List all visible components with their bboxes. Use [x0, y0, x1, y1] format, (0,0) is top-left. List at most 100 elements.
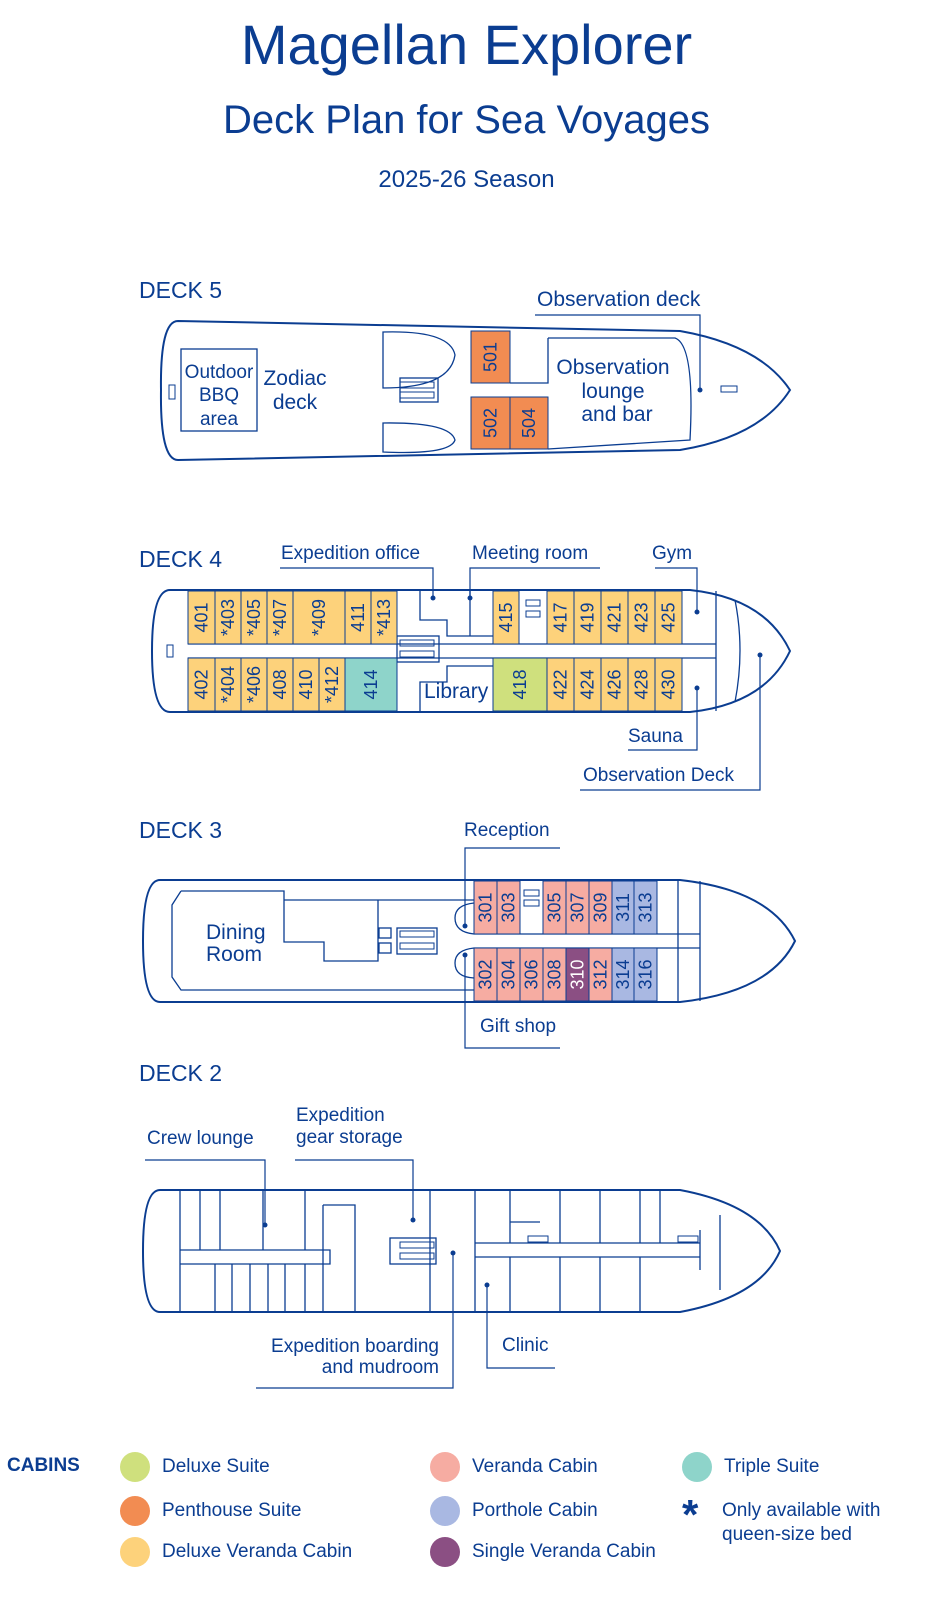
cabin-label: 401 — [192, 602, 212, 632]
cabin-422: 422 — [546, 657, 575, 712]
deck-labels: DECK 5 Observation deck Outdoor BBQ area… — [139, 277, 735, 1378]
title: Magellan Explorer — [240, 13, 693, 76]
cabin-number: 422 — [551, 669, 571, 699]
stairs-icon — [525, 599, 541, 607]
cabin-fill — [470, 396, 511, 450]
cabin-number: 501 — [481, 342, 501, 372]
cabin-fill — [492, 657, 548, 712]
label-gear-2: gear storage — [296, 1127, 403, 1148]
cabin-number: 428 — [632, 669, 652, 699]
cabin-fill — [509, 396, 549, 450]
cabin-428: 428 — [627, 657, 656, 712]
cabin-401: 401 — [187, 590, 216, 645]
cabin-424: 424 — [573, 657, 602, 712]
legend-label: Single Veranda Cabin — [472, 1541, 656, 1562]
cabin-fill — [266, 657, 294, 712]
label-bbq-2: BBQ — [199, 385, 239, 406]
cabin-fill — [492, 590, 520, 645]
cabin-label: 308 — [545, 959, 565, 989]
label-zodiac-2: deck — [273, 391, 318, 414]
callout-lines — [145, 314, 761, 1389]
deck5-title: DECK 5 — [139, 277, 222, 303]
deck4-walls — [419, 665, 493, 711]
cabin-label: 312 — [591, 959, 611, 989]
cabin-316: 316 — [633, 947, 658, 1002]
cabin-label: 419 — [578, 602, 598, 632]
cabin-label: *413 — [374, 599, 394, 636]
cabin-409: *409 — [292, 590, 346, 645]
cabin-label: 307 — [568, 892, 588, 922]
cabin-label: 421 — [605, 602, 625, 632]
season: 2025-26 Season — [378, 166, 555, 193]
lifeboats — [382, 331, 456, 454]
color-swatch — [120, 1537, 150, 1567]
cabin-number: 407 — [270, 599, 290, 629]
cabin-309: 309 — [588, 880, 613, 935]
cabin-number: 417 — [551, 602, 571, 632]
cabin-label: 415 — [496, 602, 516, 632]
cabin-fill — [654, 590, 683, 645]
cabin-label: 402 — [192, 669, 212, 699]
cabin-305: 305 — [542, 880, 567, 935]
cabin-number: 502 — [481, 408, 501, 438]
cabin-number: 307 — [568, 892, 588, 922]
cabin-number: 406 — [244, 666, 264, 696]
asterisk-icon: * — [218, 696, 238, 703]
cabin-number: 313 — [636, 892, 656, 922]
deck2-walls — [179, 1191, 721, 1311]
cabin-number: 309 — [591, 892, 611, 922]
cabin-number: 413 — [374, 599, 394, 629]
cabin-label: *406 — [244, 666, 264, 703]
cabin-label: 313 — [636, 892, 656, 922]
cabin-number: 311 — [613, 893, 633, 922]
cabin-label: 504 — [519, 408, 539, 438]
stairs-icon — [399, 391, 435, 399]
cabin-number: 316 — [636, 959, 656, 989]
cabin-fill — [470, 330, 511, 384]
stairs-icons — [166, 381, 738, 1260]
cabin-fill — [546, 590, 575, 645]
cabin-number: 408 — [270, 669, 290, 699]
cabin-314: 314 — [611, 947, 635, 1002]
cabin-number: 301 — [476, 892, 496, 922]
cabin-fill — [573, 657, 602, 712]
cabin-number: 426 — [605, 669, 625, 699]
cabin-number: 402 — [192, 669, 212, 699]
star-note-2: queen-size bed — [722, 1524, 852, 1545]
label-lounge-1: Observation — [556, 356, 669, 379]
label-gym: Gym — [652, 543, 692, 564]
stair-well — [396, 927, 438, 955]
legend-item-veranda: Veranda Cabin — [430, 1452, 598, 1482]
label-gear-1: Expedition — [296, 1105, 385, 1126]
cabin-402: 402 — [187, 657, 216, 712]
legend-item-single_veranda: Single Veranda Cabin — [430, 1537, 656, 1567]
bbq-area — [180, 348, 258, 432]
cabin-label: 316 — [636, 959, 656, 989]
label-sauna: Sauna — [628, 726, 683, 747]
deck2-hull — [141, 1189, 782, 1313]
cabin-number: 415 — [496, 602, 516, 632]
cabin-label: 423 — [632, 602, 652, 632]
cabin-label: 424 — [578, 669, 598, 699]
cabin-label: *407 — [270, 599, 290, 636]
deck4-walls — [419, 591, 741, 711]
stairs-icon — [523, 889, 540, 897]
color-swatch — [430, 1452, 460, 1482]
cabin-430: 430 — [654, 657, 683, 712]
cabin-number: 403 — [218, 599, 238, 629]
stair-well — [399, 377, 439, 403]
asterisk-icon: * — [309, 629, 329, 636]
stair-well — [389, 1237, 437, 1265]
cabin-406: *406 — [240, 657, 268, 712]
label-gift-shop: Gift shop — [480, 1016, 556, 1037]
cabin-number: 308 — [545, 959, 565, 989]
cabin-number: 414 — [361, 669, 381, 699]
label-mudroom-1: Expedition boarding — [271, 1336, 439, 1357]
legend-item-deluxe_veranda: Deluxe Veranda Cabin — [120, 1537, 352, 1567]
cabin-number: 410 — [296, 669, 316, 699]
label-bbq-1: Outdoor — [185, 362, 254, 383]
color-swatch — [120, 1496, 150, 1526]
cabin-312: 312 — [588, 947, 613, 1002]
